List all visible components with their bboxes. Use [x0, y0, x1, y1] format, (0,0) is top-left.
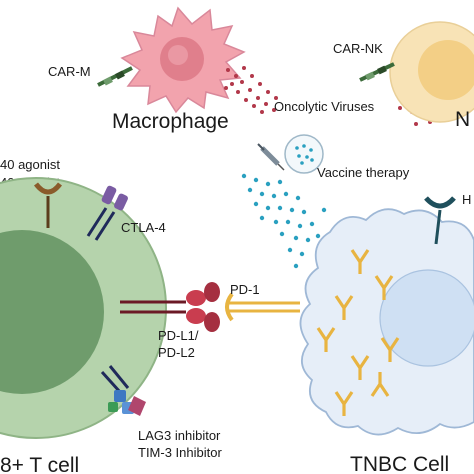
macrophage-nucleus-highlight: [168, 45, 188, 65]
t-cell: [0, 177, 167, 439]
oncolytic-virus-dots: [224, 66, 278, 114]
vaccine-particles: [241, 173, 327, 269]
oncolytic-viruses-label: Oncolytic Viruses: [274, 99, 375, 114]
tnbc-cell: [299, 208, 474, 436]
ctla4-label: CTLA-4: [121, 220, 166, 235]
macrophage-label: Macrophage: [112, 110, 229, 133]
t-cell-label: 8+ T cell: [0, 454, 79, 474]
tnbc-antibodies: [316, 249, 400, 416]
pd1-receptor: [225, 292, 300, 322]
t-cell-nucleus: [0, 230, 104, 394]
pdl2-label: PD-L2: [158, 345, 195, 360]
tnbc-nucleus: [379, 269, 474, 367]
pdl1-label: PD-L1/: [158, 328, 199, 343]
macrophage-cell: [120, 6, 246, 114]
vaccine-therapy-label: Vaccine therapy: [317, 165, 410, 180]
car-nk-label: CAR-NK: [333, 41, 383, 56]
nk-cell-nucleus: [418, 40, 474, 100]
nk-cell: [389, 21, 474, 123]
lag3-tim3-receptor: [100, 365, 146, 416]
pdl1-receptor: [120, 282, 220, 332]
car-m-label: CAR-M: [48, 64, 91, 79]
car-nk-construct: [359, 62, 395, 82]
agonist-receptor: [34, 182, 62, 228]
pd1-label: PD-1: [230, 282, 260, 297]
vaccine-bubble: [284, 134, 324, 174]
nk-partial-label: N: [455, 108, 470, 131]
syringe-icon: [257, 143, 285, 171]
tnbc-cell-label: TNBC Cell: [350, 453, 449, 474]
ctla4-receptor: [86, 185, 128, 241]
agonist-label-1: 40 agonist: [0, 157, 60, 172]
car-m-construct: [97, 66, 133, 87]
tim3-label: TIM-3 Inhibitor: [138, 445, 222, 460]
lag3-label: LAG3 inhibitor: [138, 428, 221, 443]
h-partial-label: H: [462, 192, 471, 207]
h-receptor: [424, 196, 456, 245]
